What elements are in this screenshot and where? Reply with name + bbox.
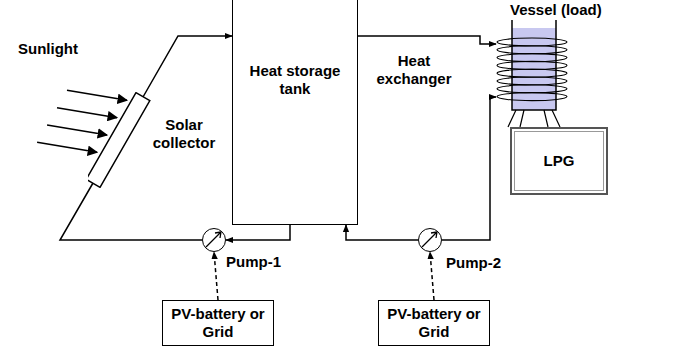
vessel-stand: [508, 110, 560, 127]
node-label: LPG: [544, 152, 575, 170]
node-label: Vessel (load): [510, 1, 602, 19]
node-label: Solar collector: [146, 116, 222, 152]
pump-arrow-stroke: [422, 232, 437, 247]
pump-symbol: Pump-2: [418, 228, 442, 252]
pipe-line: [226, 225, 290, 240]
heat-exchanger-coil: Heat exchanger: [496, 34, 568, 104]
power-link: [430, 252, 434, 300]
collector-outline: [88, 93, 150, 188]
sunlight-label: Sunlight: [18, 40, 78, 58]
node-label: Heat storage tank: [233, 62, 357, 98]
coil-windings: [496, 34, 568, 104]
coil-turn: [497, 69, 567, 77]
coil-turn: [497, 85, 567, 93]
pump-symbol: Pump-1: [202, 228, 226, 252]
sunlight-arrow: [47, 125, 107, 135]
coil-turn: [497, 77, 567, 85]
sunlight-arrow: [67, 90, 127, 100]
pump-arrow: [419, 229, 440, 250]
pump-arrow: [203, 229, 224, 250]
coil-turn: [497, 54, 567, 62]
node-label: PV-battery or Grid: [379, 305, 489, 341]
pump-arrow-stroke: [206, 232, 221, 247]
coil-turn: [497, 46, 567, 54]
node-label: Pump-1: [226, 253, 281, 271]
lpg-burner: LPG: [510, 127, 608, 195]
node-label: PV-battery or Grid: [163, 305, 273, 341]
node-label: Pump-2: [446, 254, 501, 272]
coil-turn: [497, 61, 567, 69]
vessel-wall: [512, 20, 556, 110]
sunlight-arrow: [57, 108, 117, 118]
solar-collector: Solar collector: [88, 92, 223, 188]
vessel-load: Vessel (load): [506, 0, 606, 20]
coil-turn: [497, 38, 567, 46]
coil-turn: [497, 93, 567, 101]
heat-storage-tank: Heat storage tank: [232, 0, 358, 225]
pipe-line: [358, 36, 496, 44]
pipe-line: [442, 97, 496, 240]
pipe-line: [143, 36, 232, 97]
power-source-box: PV-battery or Grid: [378, 300, 490, 346]
sunlight-arrow: [37, 142, 97, 152]
pipe-line: [346, 225, 418, 240]
pipe-line: [60, 183, 202, 240]
node-label: Heat exchanger: [364, 52, 464, 88]
power-source-box: PV-battery or Grid: [162, 300, 274, 346]
power-link: [214, 252, 218, 300]
